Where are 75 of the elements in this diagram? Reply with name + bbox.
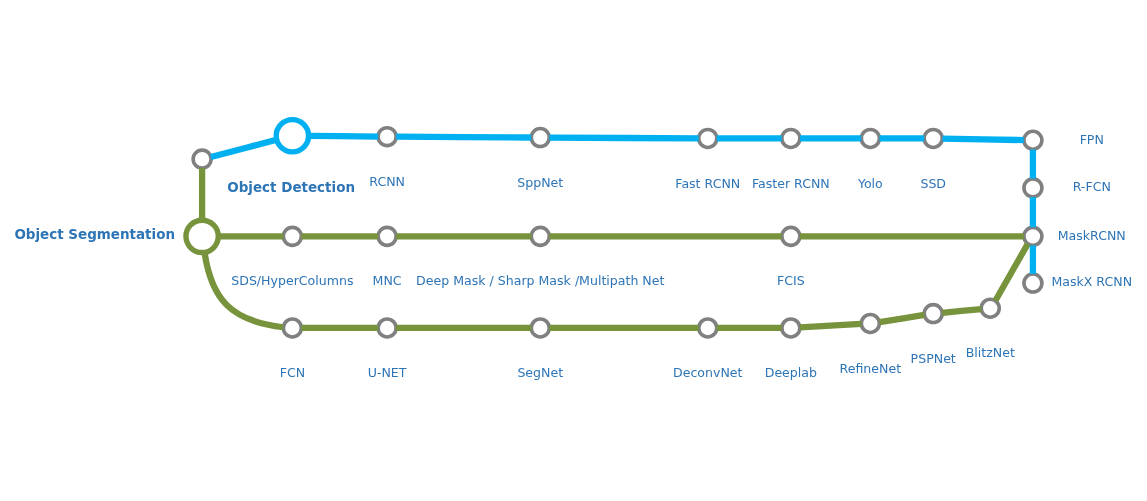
node-label: Deep Mask / Sharp Mask /Multipath Net (416, 273, 665, 289)
node-label: Fast RCNN (675, 175, 741, 191)
connector (942, 135, 1024, 144)
node-label: FCN (279, 365, 306, 381)
node-circle (183, 217, 221, 256)
connector (549, 324, 699, 332)
node-label: SDS/HyperColumns (231, 273, 354, 289)
node-label: FCIS (777, 273, 805, 289)
node-label: U-NET (367, 365, 407, 381)
node-label: RefineNet (839, 360, 902, 376)
node-circle (859, 127, 882, 150)
connector (198, 168, 206, 221)
connector (218, 233, 284, 240)
node-label: R-FCN (1072, 179, 1111, 195)
node-label: SegNet (517, 365, 564, 381)
node-circle (281, 317, 304, 339)
node-circle (979, 297, 1002, 319)
node-label: RCNN (369, 173, 405, 189)
connector (396, 233, 532, 240)
node-label: MNC (372, 273, 402, 289)
node-circle (376, 225, 398, 248)
node-circle (529, 317, 552, 339)
connector (201, 252, 284, 331)
connector (878, 311, 925, 326)
node-circle (780, 317, 802, 339)
connector (1029, 197, 1037, 228)
connector (800, 233, 1024, 240)
node-circle (922, 302, 944, 325)
node-label: SSD (920, 175, 947, 191)
node-circle (1022, 129, 1044, 152)
node-label: Deeplab (764, 365, 817, 381)
node-label: Object Detection (227, 178, 355, 195)
connector (549, 233, 782, 240)
connector (800, 135, 862, 142)
node-label: Object Segmentation (14, 225, 176, 242)
node-label: MaskRCNN (1057, 227, 1126, 243)
node-label: FPN (1079, 131, 1104, 147)
connector (308, 132, 379, 140)
connector (799, 320, 862, 331)
connector (396, 133, 532, 141)
node-circle (281, 225, 304, 248)
connector (301, 324, 379, 332)
node-circle (1022, 225, 1044, 248)
node-circle (529, 225, 552, 248)
node-circle (376, 317, 398, 339)
node-label: DeconvNet (673, 365, 743, 381)
connector (941, 305, 982, 316)
node-circle (1022, 177, 1044, 199)
connector (716, 324, 782, 332)
node-circle (922, 127, 944, 150)
node-label: Yolo (857, 175, 883, 191)
connector (301, 233, 379, 240)
connector (1029, 245, 1037, 274)
node-circle (529, 126, 552, 149)
connector (879, 135, 925, 142)
node-circle (697, 317, 719, 339)
connector (716, 135, 782, 142)
connector (1029, 149, 1037, 179)
node-circle (859, 312, 882, 335)
connector (396, 324, 532, 332)
connector (549, 134, 699, 142)
node-circle (376, 125, 398, 148)
node-circle (780, 127, 802, 150)
node-circle (1022, 272, 1044, 294)
node-label: MaskX RCNN (1051, 274, 1133, 290)
node-label: Faster RCNN (751, 175, 830, 191)
connector (992, 242, 1031, 303)
node-label: BlitzNet (965, 345, 1015, 361)
node-circle (697, 127, 719, 150)
node-circle (191, 148, 213, 170)
node-circle (273, 116, 312, 155)
connector (210, 136, 278, 161)
node-label: PSPNet (910, 350, 956, 366)
node-label: SppNet (517, 174, 564, 190)
node-circle (780, 225, 802, 248)
